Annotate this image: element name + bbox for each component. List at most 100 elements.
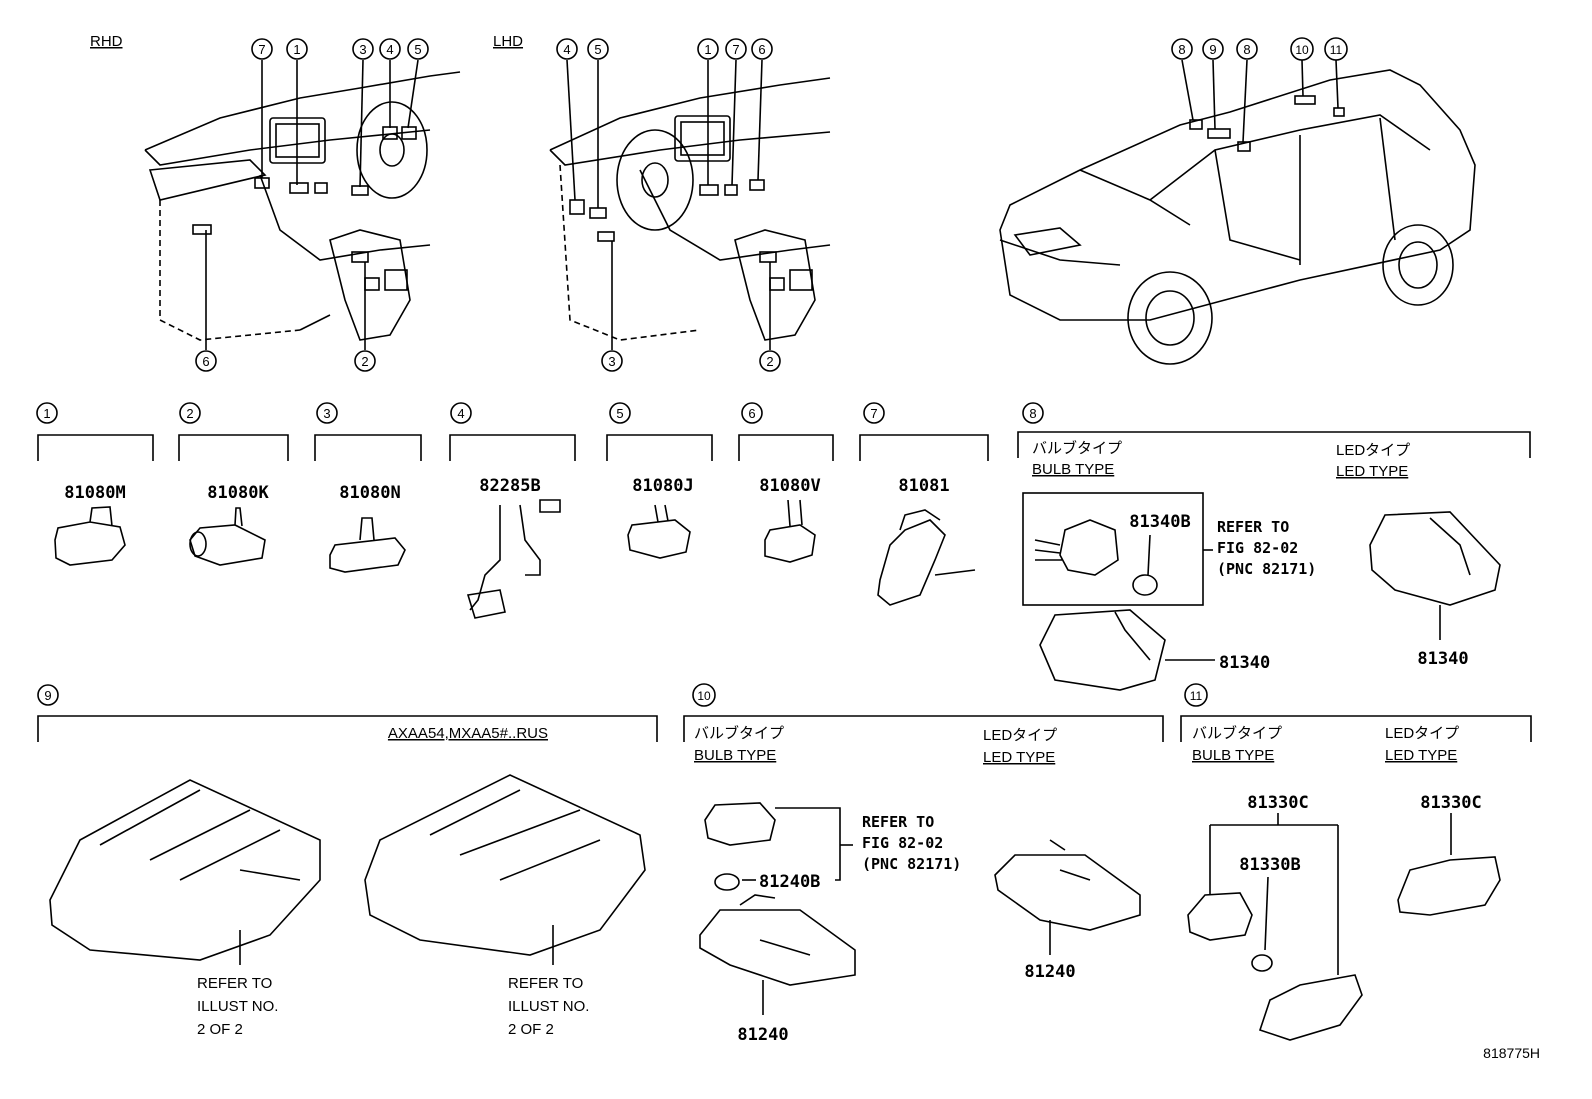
svg-text:1: 1 — [704, 42, 711, 57]
g11-bulb-jp: バルブタイプ — [1192, 724, 1282, 742]
g8-bulb-en: BULB TYPE — [1032, 461, 1114, 478]
part-11-callout — [1184, 683, 1208, 707]
lhd-callout-4: 4 — [556, 38, 578, 60]
g9-refer-left-2: ILLUST NO. — [197, 998, 278, 1015]
part-1-callout — [36, 402, 58, 424]
part-3-number: 81080N — [339, 483, 400, 503]
svg-text:10: 10 — [697, 689, 711, 703]
part-5-number: 81080J — [632, 476, 693, 496]
svg-text:7: 7 — [870, 406, 877, 421]
g10-bulb-en: BULB TYPE — [694, 747, 776, 764]
part-5-group: 5 81080J — [606, 402, 713, 559]
rhd-callout-4: 4 — [379, 38, 401, 60]
bulb-81340b-drawing — [1132, 574, 1158, 596]
console-right-drawing — [364, 774, 646, 956]
svg-text:7: 7 — [258, 42, 265, 57]
svg-text:8: 8 — [1178, 42, 1185, 57]
rhd-callout-5: 5 — [407, 38, 429, 60]
part-2-number: 81080K — [207, 483, 269, 503]
lhd-callout-5: 5 — [587, 38, 609, 60]
lhd-callout-2: 2 — [759, 350, 781, 372]
svg-text:9: 9 — [1209, 42, 1216, 57]
part-8-callout — [1022, 402, 1044, 424]
rhd-label: RHD — [90, 33, 123, 50]
rhd-callout-3: 3 — [352, 38, 374, 60]
socket-drawing — [1034, 519, 1119, 576]
lhd-callout-6: 6 — [751, 38, 773, 60]
svg-text:5: 5 — [414, 42, 421, 57]
g8-refer-2: FIG 82-02 — [1217, 539, 1298, 557]
g10-led-en: LED TYPE — [983, 749, 1055, 766]
g10-bulb-jp: バルブタイプ — [694, 724, 784, 742]
svg-text:3: 3 — [359, 42, 366, 57]
rhd-callout-6: 6 — [195, 350, 217, 372]
g8-part-81340-led: 81340 — [1417, 649, 1468, 669]
g11-part-81330b: 81330B — [1239, 855, 1300, 875]
g9-refer-left-1: REFER TO — [197, 975, 272, 992]
console-left-drawing — [49, 779, 321, 961]
switch-81080m-drawing — [54, 506, 126, 566]
svg-text:2: 2 — [361, 354, 368, 369]
socket-81240-drawing — [704, 802, 776, 846]
svg-text:3: 3 — [608, 354, 615, 369]
part-2-group: 2 81080K — [178, 402, 289, 566]
svg-text:8: 8 — [1029, 406, 1036, 421]
switch-81080n-drawing — [329, 517, 406, 573]
g8-led-jp: LEDタイプ — [1336, 442, 1410, 459]
svg-text:4: 4 — [386, 42, 393, 57]
svg-text:5: 5 — [594, 42, 601, 57]
led-81240-drawing — [994, 839, 1141, 931]
g8-part-81340b: 81340B — [1129, 512, 1190, 532]
svg-text:8: 8 — [1243, 42, 1250, 57]
housing-81340-drawing — [1039, 609, 1166, 691]
bulb-81330b-drawing — [1251, 954, 1273, 972]
vehicle-callout-8a: 8 — [1171, 38, 1193, 60]
rhd-callout-1: 1 — [286, 38, 308, 60]
svg-text:1: 1 — [43, 406, 50, 421]
part-7-callout — [863, 402, 885, 424]
svg-text:11: 11 — [1190, 689, 1203, 703]
part-1-group: 1 81080M — [36, 402, 154, 566]
lhd-callout-1: 1 — [697, 38, 719, 60]
svg-text:2: 2 — [766, 354, 773, 369]
part-6-group: 6 81080V — [738, 402, 834, 563]
lamp-81330-drawing — [1258, 974, 1363, 1041]
part-5-callout — [609, 402, 631, 424]
g8-bulb-box — [1022, 492, 1204, 606]
g8-part-81340: 81340 — [1219, 653, 1270, 673]
part-4-group: 4 82285B — [449, 402, 576, 619]
g10-refer-2: FIG 82-02 — [862, 834, 943, 852]
part-9-group: 9 AXAA54,MXAA5#..RUS REFER TO ILLUST NO.… — [37, 684, 658, 1038]
illustration-id: 818775H — [1483, 1045, 1540, 1061]
g10-led-jp: LEDタイプ — [983, 727, 1057, 744]
part-4-callout — [450, 402, 472, 424]
vehicle-callout-8b: 8 — [1236, 38, 1258, 60]
g8-refer-1: REFER TO — [1217, 518, 1289, 536]
g8-refer-3: (PNC 82171) — [1217, 560, 1316, 578]
part-9-callout — [37, 684, 59, 706]
vehicle-callout-11: 11 — [1324, 37, 1348, 61]
g10-refer-3: (PNC 82171) — [862, 855, 961, 873]
part-7-number: 81081 — [898, 476, 949, 496]
vehicle-callout-10: 10 — [1290, 37, 1314, 61]
svg-text:9: 9 — [44, 688, 51, 703]
lens-81330-drawing — [1187, 892, 1253, 941]
harness-82285b-drawing — [466, 499, 561, 619]
rhd-dashboard-view: RHD — [90, 33, 461, 372]
g9-refer-right-1: REFER TO — [508, 975, 583, 992]
g10-refer-1: REFER TO — [862, 813, 934, 831]
g8-led-en: LED TYPE — [1336, 463, 1408, 480]
g9-refer-right-2: ILLUST NO. — [508, 998, 589, 1015]
svg-text:4: 4 — [563, 42, 570, 57]
g9-refer-right-3: 2 OF 2 — [508, 1021, 554, 1038]
svg-text:6: 6 — [758, 42, 765, 57]
part-8-group: 8 バルブタイプ BULB TYPE LEDタイプ LED TYPE 81340… — [1017, 402, 1531, 691]
svg-text:2: 2 — [186, 406, 193, 421]
part-2-callout — [179, 402, 201, 424]
switch-81080v-drawing — [764, 499, 816, 563]
g11-led-en: LED TYPE — [1385, 747, 1457, 764]
vehicle-view: 8 9 8 10 11 — [999, 37, 1476, 365]
svg-text:1: 1 — [293, 42, 300, 57]
g8-bulb-jp: バルブタイプ — [1032, 439, 1122, 457]
